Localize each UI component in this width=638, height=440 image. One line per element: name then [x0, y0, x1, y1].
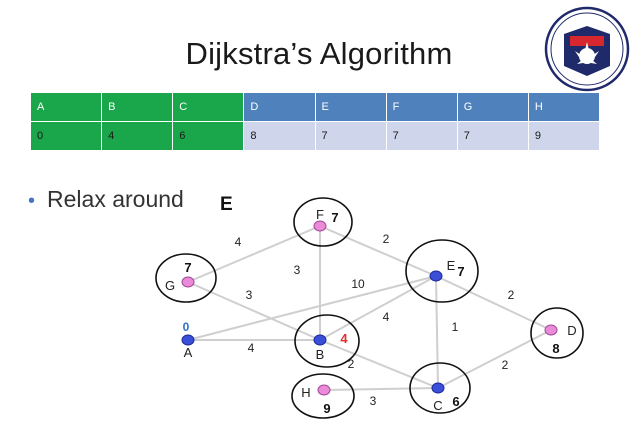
node-distance-a: 0 — [183, 320, 190, 334]
edge-b-c — [319, 339, 439, 389]
node-h — [317, 384, 331, 396]
edge-h-c — [323, 387, 439, 391]
node-ring-g — [155, 253, 217, 303]
node-distance-b: 4 — [340, 331, 348, 346]
edge-a-e — [187, 275, 437, 341]
edge-weight-f-e: 2 — [383, 232, 390, 246]
node-label-e: E — [447, 258, 456, 273]
node-distance-f: 7 — [331, 210, 338, 225]
node-e — [429, 270, 443, 282]
edge-f-e — [319, 225, 437, 277]
node-ring-e — [405, 239, 479, 303]
node-c — [431, 382, 445, 394]
table-header-c: C — [172, 92, 245, 122]
bullet-text: Relax around — [47, 186, 184, 212]
table-value-d: 8 — [243, 121, 316, 151]
edge-weight-b-e: 4 — [383, 310, 390, 324]
bullet-dot-icon: • — [28, 190, 36, 212]
node-distance-e: 7 — [457, 264, 464, 279]
edge-weight-b-c: 2 — [348, 357, 355, 371]
edge-e-c — [435, 275, 439, 389]
university-logo — [544, 6, 630, 92]
node-g — [181, 276, 195, 288]
node-label-d: D — [567, 323, 576, 338]
edge-weight-a-b: 4 — [248, 341, 255, 355]
node-ring-b — [294, 314, 360, 368]
table-value-e: 7 — [314, 121, 387, 151]
edge-weight-h-c: 3 — [370, 394, 377, 408]
table-header-b: B — [101, 92, 174, 122]
node-ring-d — [530, 307, 584, 359]
bullet-point: • Relax around — [28, 186, 184, 213]
edge-b-e — [319, 275, 437, 341]
edge-weight-c-d: 2 — [502, 358, 509, 372]
table-value-a: 0 — [29, 121, 103, 151]
edge-c-d — [437, 329, 552, 389]
node-label-b: B — [316, 347, 325, 362]
node-distance-h: 9 — [323, 401, 330, 416]
table-value-h: 9 — [527, 121, 601, 151]
table-value-f: 7 — [385, 121, 458, 151]
node-label-h: H — [301, 385, 310, 400]
node-distance-g: 7 — [184, 260, 191, 275]
node-distance-d: 8 — [552, 341, 559, 356]
edge-weight-f-b: 3 — [294, 263, 301, 277]
node-distance-c: 6 — [452, 394, 459, 409]
edge-weight-e-c: 1 — [452, 320, 459, 334]
table-value-b: 4 — [101, 121, 174, 151]
node-label-c: C — [433, 398, 442, 413]
edge-weight-e-d: 2 — [508, 288, 515, 302]
node-a — [181, 334, 195, 346]
node-label-f: F — [316, 207, 324, 222]
current-node-label: E — [220, 194, 233, 215]
node-d — [544, 324, 558, 336]
edge-e-d — [435, 275, 552, 331]
node-ring-f — [293, 197, 353, 247]
node-ring-c — [409, 362, 471, 414]
node-b — [313, 334, 327, 346]
table-value-g: 7 — [456, 121, 529, 151]
table-header-g: G — [456, 92, 529, 122]
table-header-e: E — [314, 92, 387, 122]
edge-weight-a-e: 10 — [351, 277, 365, 291]
node-label-g: G — [165, 278, 175, 293]
slide-title: Dijkstra’s Algorithm — [185, 36, 453, 71]
edge-weight-g-f: 4 — [235, 235, 242, 249]
edge-weight-g-b: 3 — [246, 288, 253, 302]
node-ring-h — [291, 373, 355, 419]
table-header-h: H — [527, 92, 601, 122]
table-value-c: 6 — [172, 121, 245, 151]
node-f — [313, 220, 327, 232]
node-label-a: A — [184, 345, 193, 360]
